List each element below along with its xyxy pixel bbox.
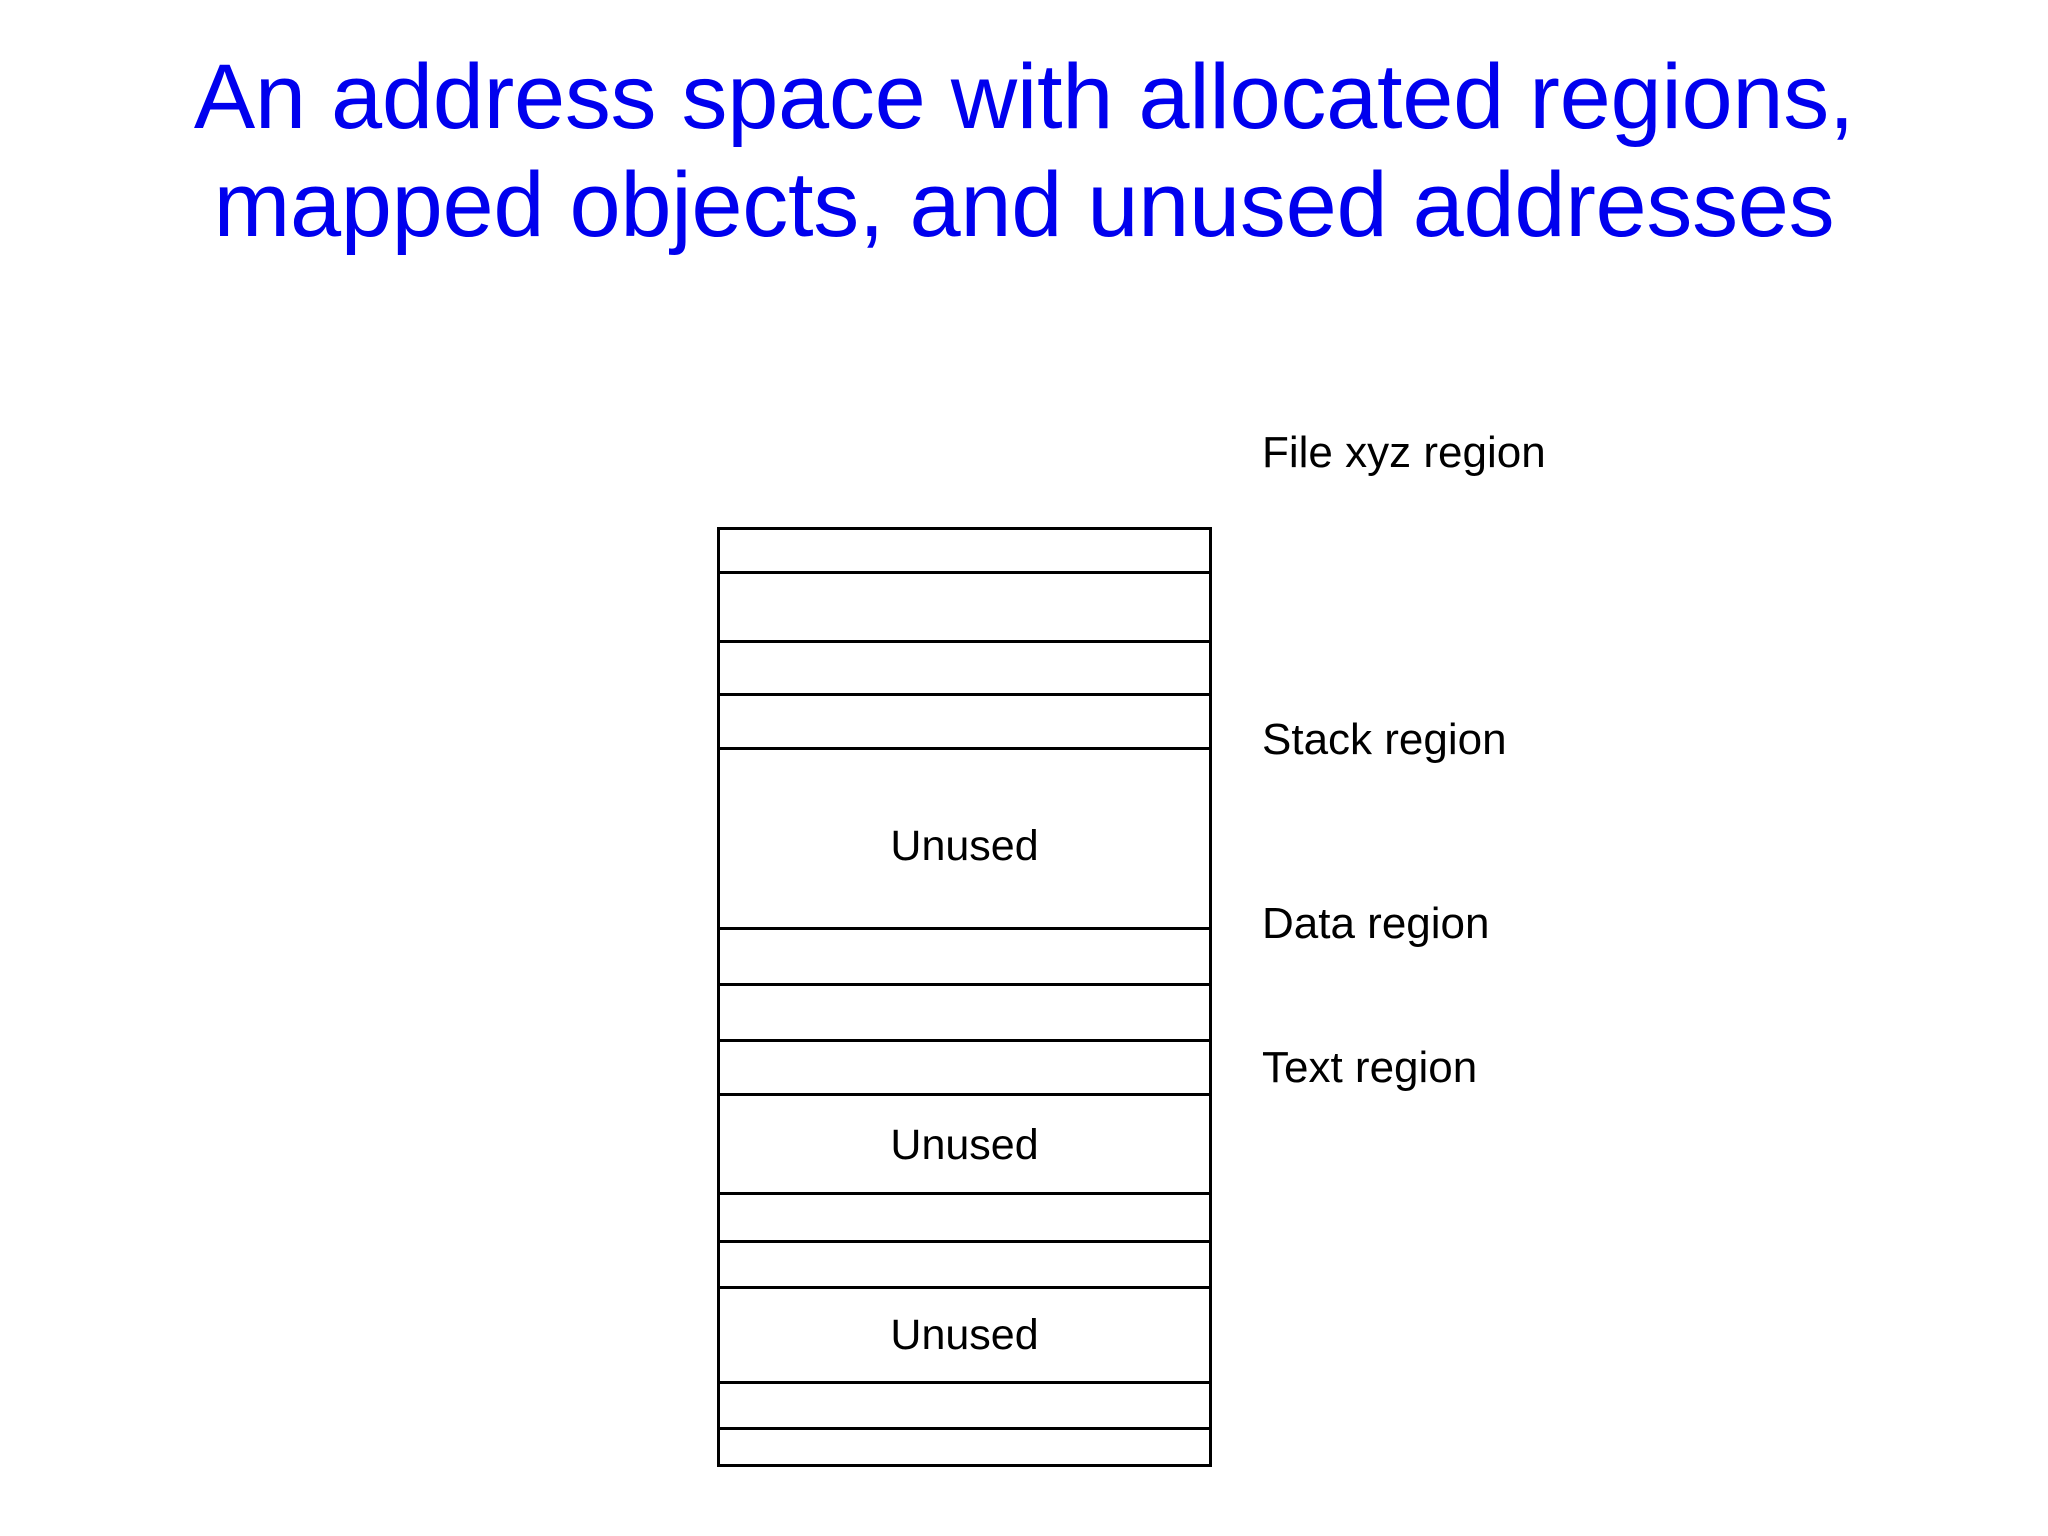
region-label: Stack region xyxy=(1262,715,1507,764)
memory-row xyxy=(717,1243,1212,1289)
memory-row xyxy=(717,1042,1212,1096)
memory-row-label: Unused xyxy=(890,822,1039,870)
page-title: An address space with allocated regions,… xyxy=(193,46,1855,256)
memory-row xyxy=(717,527,1212,574)
memory-row xyxy=(717,930,1212,986)
memory-row-unused xyxy=(717,1096,1212,1195)
memory-row-label: Unused xyxy=(890,1121,1039,1169)
memory-row xyxy=(717,1430,1212,1467)
memory-row xyxy=(717,1195,1212,1243)
region-label: Data region xyxy=(1262,899,1490,948)
memory-row xyxy=(717,574,1212,643)
memory-row-unused xyxy=(717,750,1212,930)
memory-row xyxy=(717,643,1212,696)
memory-row-unused xyxy=(717,1289,1212,1384)
memory-row xyxy=(717,696,1212,750)
memory-row xyxy=(717,1384,1212,1430)
memory-row xyxy=(717,986,1212,1042)
region-label: File xyz region xyxy=(1262,428,1546,477)
memory-row-label: Unused xyxy=(890,1311,1039,1359)
address-space-box xyxy=(717,527,1212,1467)
region-label: Text region xyxy=(1262,1043,1478,1092)
